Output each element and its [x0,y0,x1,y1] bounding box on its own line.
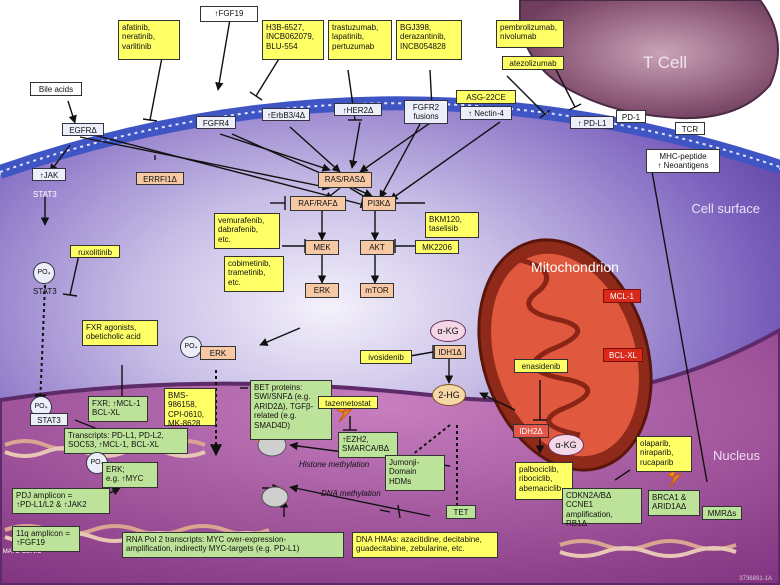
nuclear-box-bet: BET proteins: SWI/SNFΔ (e.g. ARID2Δ), TG… [250,380,332,440]
drug-box-fxr-agonists: FXR agonists, obeticholic acid [82,320,158,346]
node-mmr: MMRΔs [702,506,742,520]
bile-acids-box: Bile acids [30,82,82,96]
mitochondrion-label: Mitochondrion [531,259,619,275]
node-fgfr2: FGFR2 fusions [404,100,448,124]
drug-box-ivosidenib: ivosidenib [360,350,412,364]
node-pdl1: ↑ PD-L1 [570,116,614,129]
mayo-logo: MAYO CLINIC [3,549,42,555]
drug-box-mk2206: MK2206 [415,240,459,254]
nuclear-box-fxr: FXR; ↑MCL-1 BCL-XL [88,396,148,422]
node-stat3-p: STAT3 [33,287,57,296]
drug-box-trastuzumab: trastuzumab, lapatinib, pertuzumab [328,20,392,60]
drug-box-cobimetinib: cobimetinib, trametinib, etc. [224,256,284,292]
drug-box-vemurafenib: vemurafenib, dabrafenib, etc. [214,213,280,249]
node-tet: TET [446,505,476,519]
drug-box-afatinib: afatinib, neratinib, varlitinib [118,20,180,60]
nuclear-box-jumonji: Jumonji- Domain HDMs [385,455,445,491]
node-mtor: mTOR [360,283,394,298]
node-her2: ↑HER2Δ [334,103,382,116]
drug-box-h3b: H3B-6527, INCB062079, BLU-554 [262,20,324,60]
node-2hg: 2-HG [432,384,466,406]
node-errfi: ERRFI1Δ [136,172,184,185]
cell-membrane [0,96,780,179]
t-cell-label: T Cell [643,53,687,72]
node-ras: RAS/RASΔ [318,172,372,188]
nuclear-box-ezh2: ↑EZH2, SMARCA/BΔ [338,432,398,458]
node-mek: MEK [305,240,339,255]
node-akg-mito: α-KG [548,434,584,456]
node-fgfr4: FGFR4 [196,116,236,129]
node-pd1: PD-1 [616,110,646,123]
node-jak: ↑JAK [32,168,66,181]
nucleus-label: Nucleus [713,448,760,463]
node-raf: RAF/RAFΔ [290,196,346,211]
drug-box-ruxolitinib: ruxolitinib [70,245,120,258]
po4-icon-stat3: PO₄ [33,262,55,284]
drug-box-atezolizumab: atezolizumab [502,56,564,70]
node-pi3k: PI3KΔ [362,196,396,211]
dna-methylation-label: DNA methylation [321,489,381,498]
drug-box-pembrolizumab: pembrolizumab, nivolumab [496,20,564,48]
node-bclxl: BCL-XL [603,348,643,362]
node-nectin: ↑ Nectin-4 [460,106,512,120]
nuclear-box-cdkn2a: CDKN2A/BΔ CCNE1 amplification, RB1Δ [562,488,642,528]
node-egfr: EGFRΔ [62,123,104,136]
drug-box-dna-hmas: DNA HMAs: azacitidine, decitabine, guade… [352,532,498,558]
node-stat3-top: STAT3 [33,190,57,199]
nuclear-box-erk: ERK; e.g. ↑MYC [102,462,158,488]
cell-surface-label: Cell surface [691,201,760,216]
fgf19-box: ↑FGF19 [200,6,258,22]
drug-box-bkm120: BKM120, taselisib [425,212,479,238]
node-idh2: IDH2Δ [513,424,549,438]
nuclear-box-pdj: PDJ amplicon = ↑PD-L1/L2 & ↑JAK2 [12,488,110,514]
node-mcl1: MCL-1 [603,289,641,303]
node-erk-p: ERK [200,346,236,360]
node-akt: AKT [360,240,394,255]
node-tcr: TCR [675,122,705,135]
node-erbb3: ↑ErbB3/4Δ [262,108,310,121]
t-cell: T Cell [519,0,779,120]
po4-icon-erk: PO₄ [180,336,202,358]
node-mhc: MHC-peptide ↑ Neoantigens [646,149,720,173]
nuclear-box-11q: 11q amplicon = ↑FGF19 [12,526,80,552]
drug-box-olaparib: olaparib, niraparib, rucaparib [636,436,692,472]
drug-box-enasidenib: enasidenib [514,359,568,373]
node-akg-top: α-KG [430,320,466,342]
nuclear-box-transcripts: Transcripts: PD-L1, PD-L2, SOC53, ↑MCL-1… [64,428,188,454]
drug-box-bet-inhibitors: BMS-986158, CPI-0610, MK-8628 [164,388,216,428]
nuclear-box-brca: BRCA1 & ARID1AΔ [648,490,700,516]
figure-id: 3736891-1A [739,576,772,582]
nuclear-box-rna-pol: RNA Pol 2 transcripts: MYC over-expressi… [122,532,344,558]
drug-box-tazemetostat: tazemetostat [318,396,378,409]
drug-box-bgj398: BGJ398, derazantinib, INCB054828 [396,20,462,60]
node-idh1: IDH1Δ [434,345,466,359]
node-erk: ERK [305,283,339,298]
drug-box-asg: ASG-22CE [456,90,516,104]
node-stat3-bottom: STAT3 [30,413,68,426]
histone-methylation-label: Histone methylation [299,460,370,469]
